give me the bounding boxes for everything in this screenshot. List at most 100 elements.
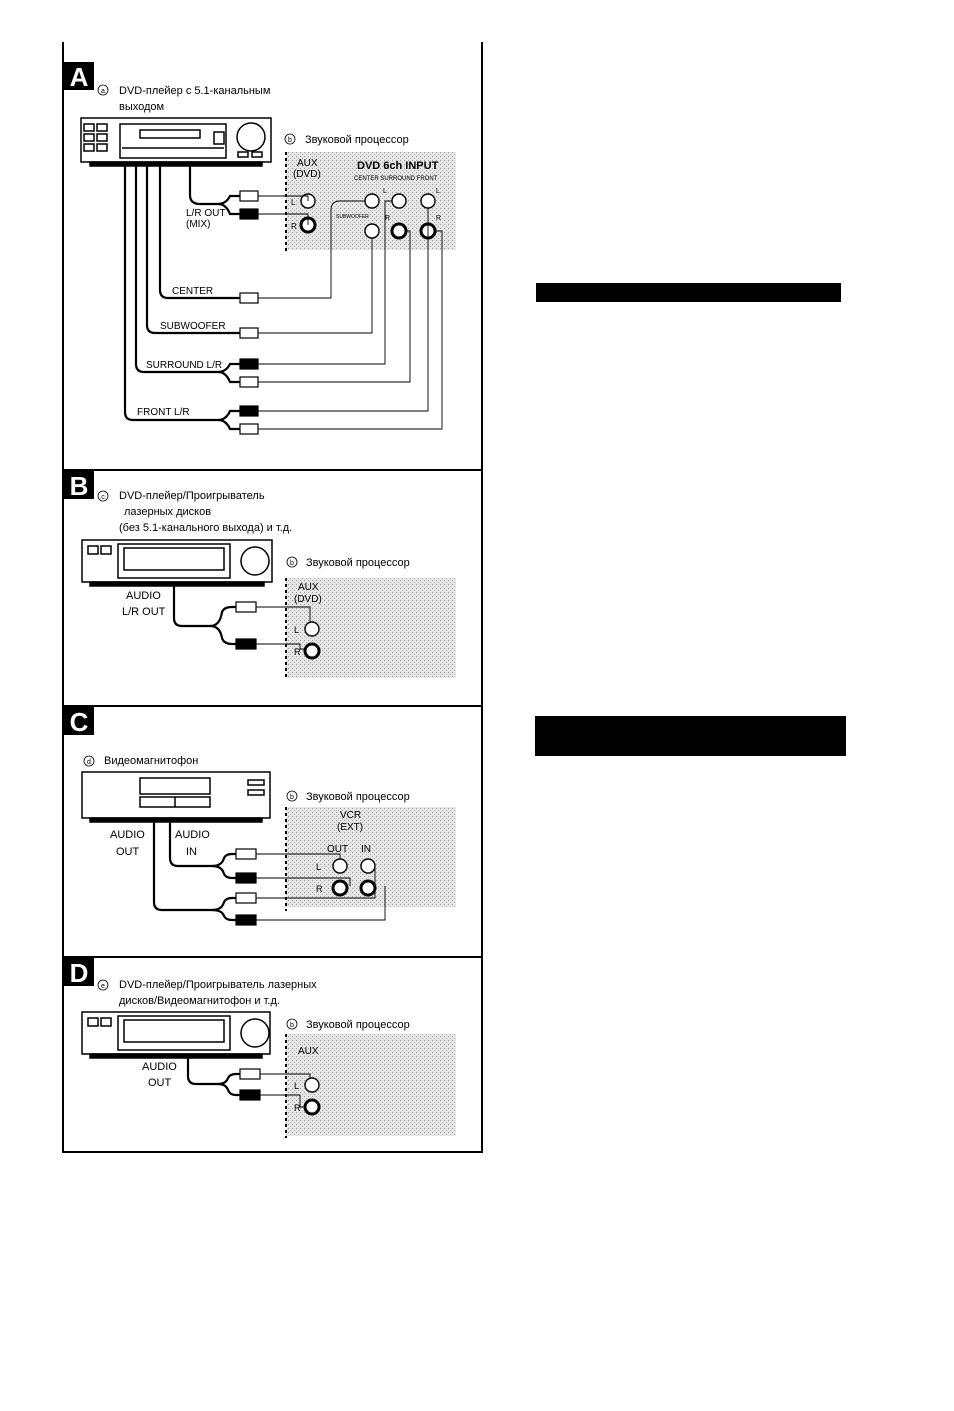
processor-d-label: Звуковой процессор xyxy=(306,1019,410,1031)
marker-b-c: b xyxy=(290,794,294,801)
marker-b-b-icon xyxy=(286,556,298,568)
jack-c-in-r-icon xyxy=(359,879,377,897)
audio-b-line2: L/R OUT xyxy=(122,606,166,618)
marker-d: d xyxy=(87,759,91,766)
source-b-line1: DVD-плейер/Проигрыватель xyxy=(119,490,265,502)
wires-c xyxy=(256,853,386,921)
jack-surround-l-icon xyxy=(391,193,407,209)
in-label: IN xyxy=(361,844,371,855)
section-d: D e DVD-плейер/Проигрыватель лазерных ди… xyxy=(64,958,456,1138)
marker-b-d-icon xyxy=(286,1018,298,1030)
surround-label: SURROUND L/R xyxy=(146,360,222,371)
subwoofer-label: SUBWOOFER xyxy=(160,321,226,332)
marker-b-d: b xyxy=(290,1022,294,1029)
aux-d-label: AUX xyxy=(298,1046,319,1057)
jack-c-out-l-icon xyxy=(332,858,348,874)
audio-out-c-line1: AUDIO xyxy=(110,829,145,841)
jack-front-r-label: R xyxy=(436,215,441,222)
source-b-line2: лазерных дисков xyxy=(124,506,211,518)
marker-a-icon xyxy=(97,84,109,96)
subwoofer-small-label: SUBWOOFER xyxy=(336,214,369,220)
section-b-letter-box xyxy=(64,471,94,499)
section-b: B c DVD-плейер/Проигрыватель лазерных ди… xyxy=(64,471,456,680)
source-a-line1: DVD-плейер с 5.1-канальным xyxy=(119,85,270,97)
jack-b-r-icon xyxy=(303,642,321,660)
front-label: FRONT L/R xyxy=(137,407,190,418)
section-c-letter-box xyxy=(64,707,94,735)
marker-b-a: b xyxy=(288,137,292,144)
jack-center-icon xyxy=(364,193,380,209)
section-b-letter: B xyxy=(70,471,89,501)
wires-d xyxy=(260,1073,311,1108)
jack-aux-l-label: L xyxy=(291,198,296,207)
aux-b-line2: (DVD) xyxy=(294,594,322,605)
audio-b-line1: AUDIO xyxy=(126,590,161,602)
jacks-c xyxy=(331,858,377,897)
jack-c-out-r-icon xyxy=(331,879,349,897)
cables-b xyxy=(172,586,236,646)
jack-b-r-label: R xyxy=(294,647,301,657)
jack-c-r-label: R xyxy=(316,884,323,894)
redaction-bar-top xyxy=(536,283,841,302)
aux-a-line2: (DVD) xyxy=(293,169,321,180)
lr-out-line2: (MIX) xyxy=(186,219,210,230)
jack-front-l-label: L xyxy=(436,188,440,195)
cables-d xyxy=(186,1058,240,1097)
section-a-letter-box xyxy=(64,62,94,90)
audio-d-line1: AUDIO xyxy=(142,1061,177,1073)
marker-b-a-icon xyxy=(284,133,296,145)
dvd6ch-sub-header: CENTER SURROUND FRONT xyxy=(354,176,438,182)
cables-c xyxy=(152,822,236,922)
player-d-icon xyxy=(81,1011,271,1059)
processor-b-label: Звуковой процессор xyxy=(306,557,410,569)
audio-in-c-line2: IN xyxy=(186,846,197,858)
cables-a xyxy=(123,166,240,431)
marker-e-icon xyxy=(97,979,109,991)
aux-a-line1: AUX xyxy=(297,158,318,169)
jack-surround-l-label: L xyxy=(383,188,387,195)
dvd-player-b-icon xyxy=(81,539,273,587)
audio-d-line2: OUT xyxy=(148,1077,172,1089)
center-label: CENTER xyxy=(172,286,213,297)
jack-c-l-label: L xyxy=(316,862,321,872)
jack-surround-r-icon xyxy=(390,222,408,240)
audio-in-c-line1: AUDIO xyxy=(175,829,210,841)
redaction-bar-middle xyxy=(535,716,846,756)
marker-c: c xyxy=(101,494,105,501)
rca-plugs-b xyxy=(235,601,257,650)
source-a-line2: выходом xyxy=(119,101,164,113)
source-d-line2: дисков/Видеомагнитофон и т.д. xyxy=(119,995,280,1007)
jack-d-l-label: L xyxy=(294,1081,299,1091)
jack-b-l-label: L xyxy=(294,625,299,635)
section-c: C d Видеомагнитофон b Звуковой процессор… xyxy=(64,707,456,926)
jack-front-l-icon xyxy=(420,193,436,209)
marker-e: e xyxy=(101,983,105,990)
jack-d-r-icon xyxy=(303,1098,321,1116)
source-d-line1: DVD-плейер/Проигрыватель лазерных xyxy=(119,979,317,991)
diagram-frame xyxy=(62,42,483,1153)
marker-b-b: b xyxy=(290,560,294,567)
processor-a-label: Звуковой процессор xyxy=(305,134,409,146)
section-a-letter: A xyxy=(70,62,89,92)
source-b-line3: (без 5.1-канального выхода) и т.д. xyxy=(119,522,292,534)
rca-plugs-d xyxy=(239,1068,261,1101)
out-label: OUT xyxy=(327,844,348,855)
section-d-letter-box xyxy=(64,958,94,986)
marker-c-icon xyxy=(97,490,109,502)
wires-a xyxy=(258,195,443,430)
marker-a: a xyxy=(101,88,105,95)
vcr-line2: (EXT) xyxy=(337,822,363,833)
rca-plugs-a xyxy=(239,190,259,435)
section-c-letter: C xyxy=(70,707,89,737)
lr-out-line1: L/R OUT xyxy=(186,208,225,219)
jack-aux-r-label: R xyxy=(291,222,297,231)
section-a: A a DVD-плейер с 5.1-канальным выходом xyxy=(64,62,456,435)
marker-d-icon xyxy=(83,755,95,767)
vcr-line1: VCR xyxy=(340,810,361,821)
aux-b-line1: AUX xyxy=(298,582,319,593)
jack-subwoofer-icon xyxy=(364,223,380,239)
vcr-c-icon xyxy=(81,771,271,823)
jack-c-in-l-icon xyxy=(360,858,376,874)
rca-plugs-c xyxy=(235,848,257,926)
processor-c-label: Звуковой процессор xyxy=(306,791,410,803)
